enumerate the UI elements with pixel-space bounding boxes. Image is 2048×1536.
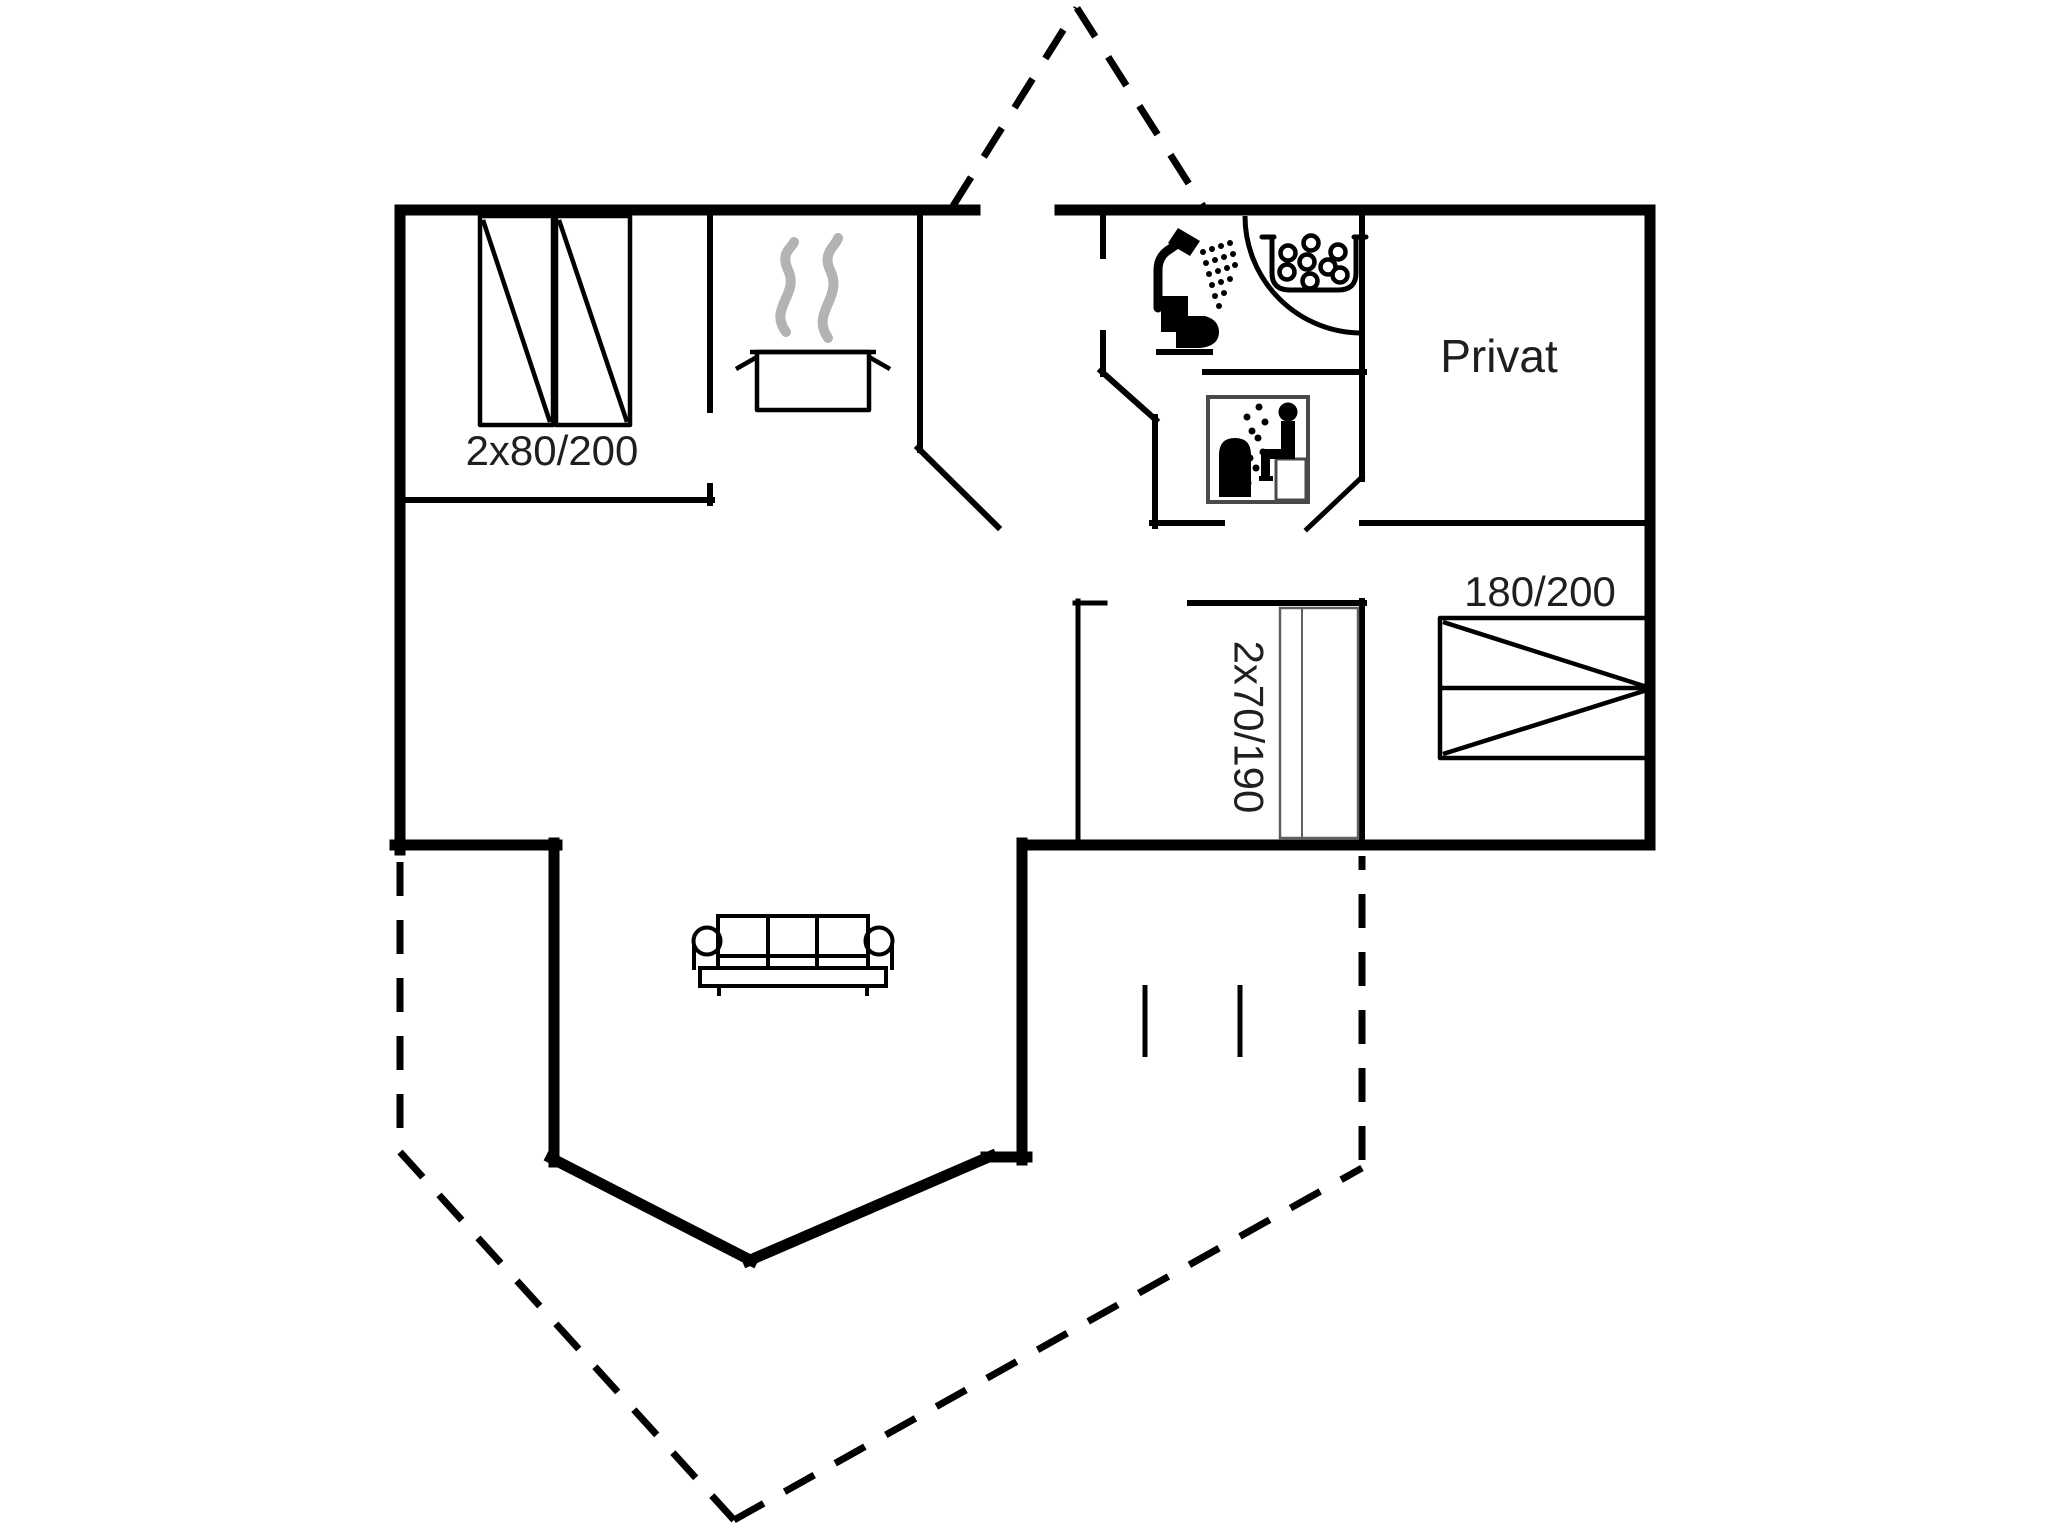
single-beds-icon: [477, 213, 633, 428]
sofa-icon: [691, 914, 895, 996]
dashed-terrace-outline: [396, 856, 1366, 1524]
shower-icon: [1153, 228, 1238, 313]
private-room-label: Privat: [1440, 330, 1558, 382]
steam-icon: [817, 233, 843, 343]
whirlpool-icon: [1242, 215, 1369, 336]
interior-walls: [395, 212, 1653, 848]
pot-icon: [734, 233, 892, 413]
sauna-icon: [1206, 395, 1310, 504]
bedroom-beds-label: 2x80/200: [466, 427, 639, 474]
double-bed-icon: [1437, 615, 1653, 761]
terrace-step-marks: [1142, 985, 1243, 1057]
outer-walls: [389, 204, 1656, 1269]
sauna-door-leaf: [1303, 473, 1366, 533]
steam-icon: [775, 237, 799, 337]
double-bed-label: 180/200: [1464, 568, 1616, 615]
dashed-roof-outline: [950, 6, 1206, 208]
bunk-bed-label: 2x70/190: [1226, 641, 1273, 814]
sauna-person: [1259, 402, 1298, 481]
toilet-icon: [1156, 296, 1219, 355]
bunk-bed-icon: [1278, 606, 1360, 840]
